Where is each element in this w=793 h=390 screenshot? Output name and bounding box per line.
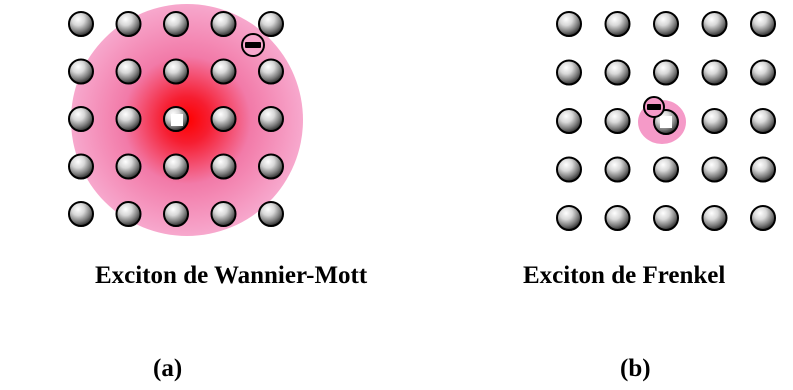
lattice-atom-icon xyxy=(115,201,142,227)
lattice-atom-icon xyxy=(701,156,728,183)
panel-b-sublabel: (b) xyxy=(620,355,651,382)
lattice-atom-icon xyxy=(701,205,728,231)
panel-b-title: Exciton de Frenkel xyxy=(523,262,726,289)
lattice-atom-icon xyxy=(556,59,582,86)
panel-a-wannier-mott xyxy=(68,4,303,236)
lattice-atom-icon xyxy=(210,153,237,180)
lattice-atom-icon xyxy=(556,108,582,134)
panel-a-title: Exciton de Wannier-Mott xyxy=(95,262,368,289)
lattice-atom-icon xyxy=(604,108,631,134)
lattice-atom-icon xyxy=(210,11,237,37)
lattice-atom-icon xyxy=(556,11,582,37)
lattice-atom-icon xyxy=(701,108,728,134)
lattice-atom-icon xyxy=(653,59,679,86)
lattice-atom-icon xyxy=(163,153,189,180)
lattice-atom-icon xyxy=(750,205,776,231)
panel-a-sublabel: (a) xyxy=(153,355,183,382)
electron-minus-icon xyxy=(643,96,665,118)
lattice-atom-icon xyxy=(604,11,631,37)
electron-minus-icon xyxy=(241,33,265,57)
lattice-atom-icon xyxy=(115,153,142,180)
lattice-atom-icon xyxy=(210,106,237,132)
lattice-atom-icon xyxy=(750,59,776,86)
lattice-atom-icon xyxy=(750,156,776,183)
hole-plus-icon xyxy=(660,116,672,128)
lattice-atom-icon xyxy=(258,106,284,132)
lattice-atom-icon xyxy=(604,205,631,231)
lattice-atom-icon xyxy=(604,156,631,183)
lattice-atom-icon xyxy=(68,11,94,37)
lattice-b xyxy=(556,11,776,231)
lattice-atom-icon xyxy=(68,201,94,227)
lattice-atom-icon xyxy=(653,205,679,231)
hole-plus-icon xyxy=(171,114,183,126)
panel-b-frenkel xyxy=(556,11,776,231)
lattice-atom-icon xyxy=(115,106,142,132)
lattice-atom-icon xyxy=(115,11,142,37)
lattice-atom-icon xyxy=(163,11,189,37)
lattice-atom-icon xyxy=(701,11,728,37)
lattice-atom-icon xyxy=(750,108,776,134)
lattice-atom-icon xyxy=(163,201,189,227)
lattice-atom-icon xyxy=(258,153,284,180)
lattice-atom-icon xyxy=(701,59,728,86)
lattice-atom-icon xyxy=(68,153,94,180)
lattice-atom-icon xyxy=(604,59,631,86)
lattice-atom-icon xyxy=(653,11,679,37)
lattice-atom-icon xyxy=(258,58,284,85)
lattice-atom-icon xyxy=(68,106,94,132)
lattice-atom-icon xyxy=(163,58,189,85)
lattice-atom-icon xyxy=(653,156,679,183)
lattice-atom-icon xyxy=(556,205,582,231)
lattice-atom-icon xyxy=(750,11,776,37)
lattice-atom-icon xyxy=(68,58,94,85)
lattice-atom-icon xyxy=(115,58,142,85)
lattice-atom-icon xyxy=(210,201,237,227)
lattice-atom-icon xyxy=(258,201,284,227)
lattice-atom-icon xyxy=(258,11,284,37)
lattice-atom-icon xyxy=(556,156,582,183)
lattice-atom-icon xyxy=(210,58,237,85)
